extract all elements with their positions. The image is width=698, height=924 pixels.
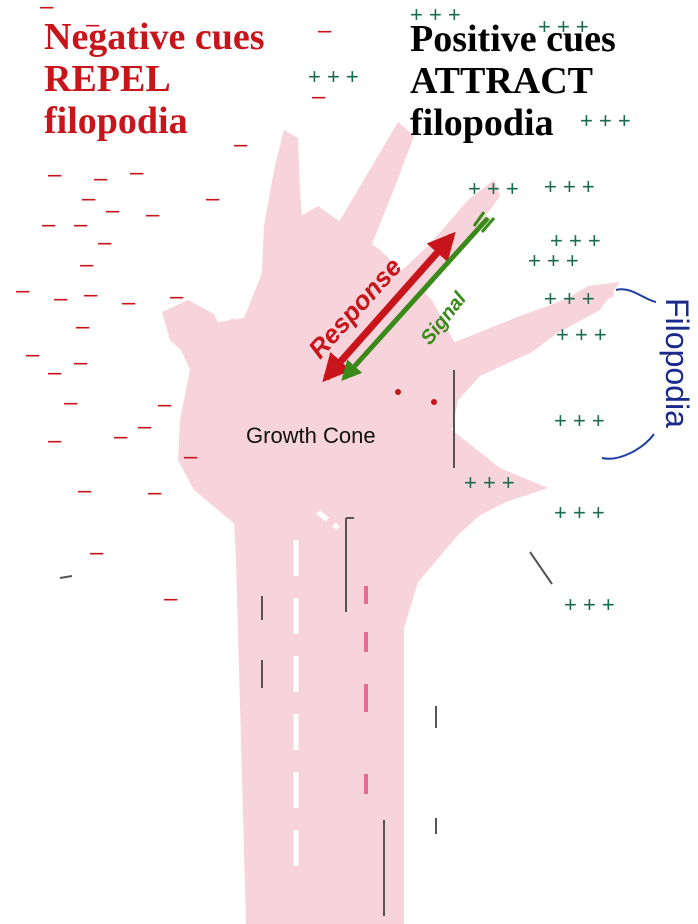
negative-cue: – <box>48 161 62 188</box>
negative-cue: – <box>98 229 112 256</box>
negative-cue: – <box>94 165 108 192</box>
positive-cue: + + + <box>556 322 607 347</box>
positive-cue: + + + <box>544 286 595 311</box>
negative-cue: – <box>184 443 198 470</box>
negative-cue: – <box>74 211 88 238</box>
positive-cue: + + + <box>554 500 605 525</box>
negative-cue: – <box>48 359 62 386</box>
negative-cue: – <box>42 211 56 238</box>
negative-cue: – <box>170 283 184 310</box>
positive-cue: + + + <box>554 408 605 433</box>
negative-cue: – <box>54 285 68 312</box>
positive-cue: + + + <box>544 174 595 199</box>
negative-cue: – <box>318 17 332 44</box>
negative-cue: – <box>80 251 94 278</box>
negative-cue: – <box>206 185 220 212</box>
negative-cue: – <box>82 185 96 212</box>
negative-cue: – <box>84 281 98 308</box>
negative-cue: – <box>148 479 162 506</box>
positive-heading-line: Positive cues <box>410 18 616 60</box>
negative-cue: – <box>64 389 78 416</box>
negative-cue: – <box>114 423 128 450</box>
positive-cues-heading: Positive cues ATTRACT filopodia <box>410 18 616 144</box>
positive-heading-line: ATTRACT <box>410 60 616 102</box>
negative-cue: – <box>76 313 90 340</box>
negative-cue: – <box>48 427 62 454</box>
negative-heading-line: REPEL <box>44 58 265 100</box>
negative-cue: – <box>90 539 104 566</box>
negative-heading-line: filopodia <box>44 100 265 142</box>
negative-cue: – <box>74 349 88 376</box>
negative-cue: – <box>130 159 144 186</box>
negative-cue: – <box>16 277 30 304</box>
negative-cue: – <box>78 477 92 504</box>
negative-cue: – <box>158 391 172 418</box>
negative-cue: – <box>164 585 178 612</box>
filopodia-connectors <box>602 289 656 458</box>
positive-cue: + + + <box>468 176 519 201</box>
positive-cue: + + + <box>464 470 515 495</box>
positive-heading-line: filopodia <box>410 102 616 144</box>
negative-cue: – <box>26 341 40 368</box>
positive-cue: + + + <box>564 592 615 617</box>
positive-cue: + + + <box>528 248 579 273</box>
negative-cue: – <box>106 197 120 224</box>
negative-cue: – <box>146 201 160 228</box>
negative-heading-line: Negative cues <box>44 16 265 58</box>
filopodia-label: Filopodia <box>659 298 695 428</box>
growth-cone-label: Growth Cone <box>246 423 376 448</box>
negative-cue: – <box>122 289 136 316</box>
negative-cue: – <box>138 413 152 440</box>
negative-cues-heading: Negative cues REPEL filopodia <box>44 16 265 142</box>
positive-cue: + + + <box>308 64 359 89</box>
